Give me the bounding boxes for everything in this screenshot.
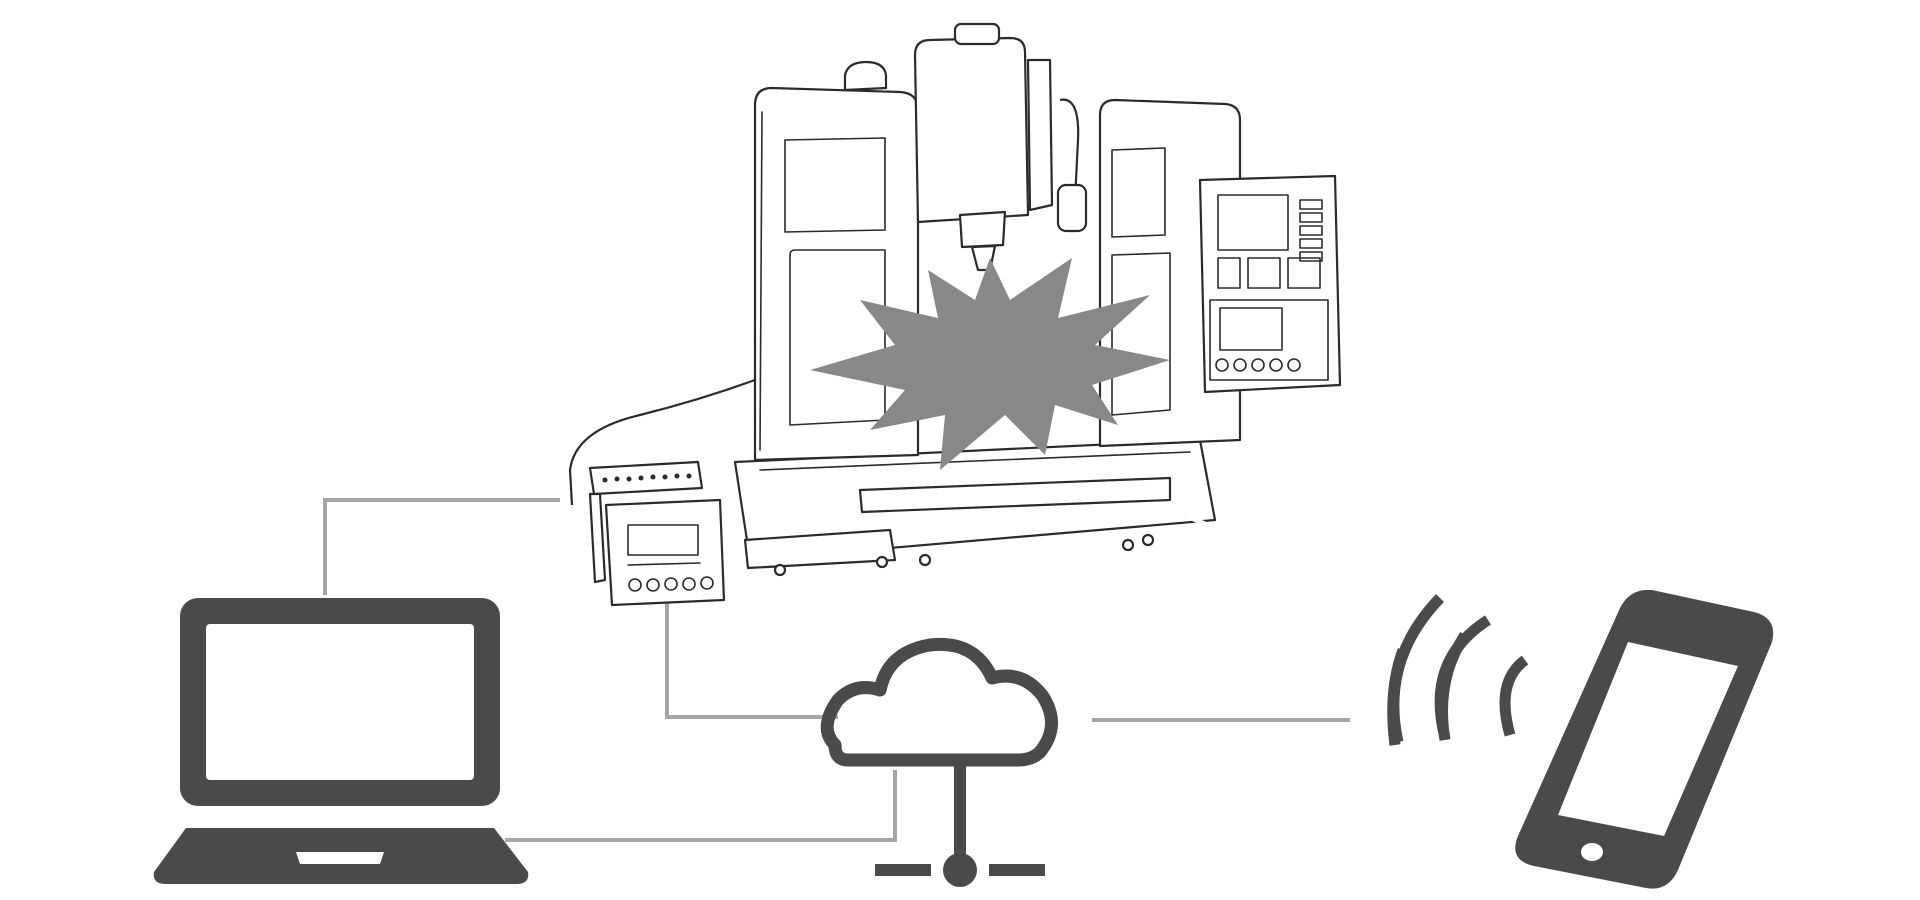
smartphone-icon [1515, 589, 1774, 889]
laptop-icon [153, 598, 529, 884]
edge-cloud-laptop [505, 770, 897, 842]
edge-monitor-laptop [323, 498, 560, 595]
wireless-signal-icon [1387, 594, 1529, 746]
collision-burst-icon [810, 258, 1170, 470]
monitoring-unit-icon [588, 460, 726, 607]
connectors [323, 498, 1350, 842]
edge-monitor-cloud [665, 598, 838, 719]
cloud-network-icon [820, 637, 1058, 887]
